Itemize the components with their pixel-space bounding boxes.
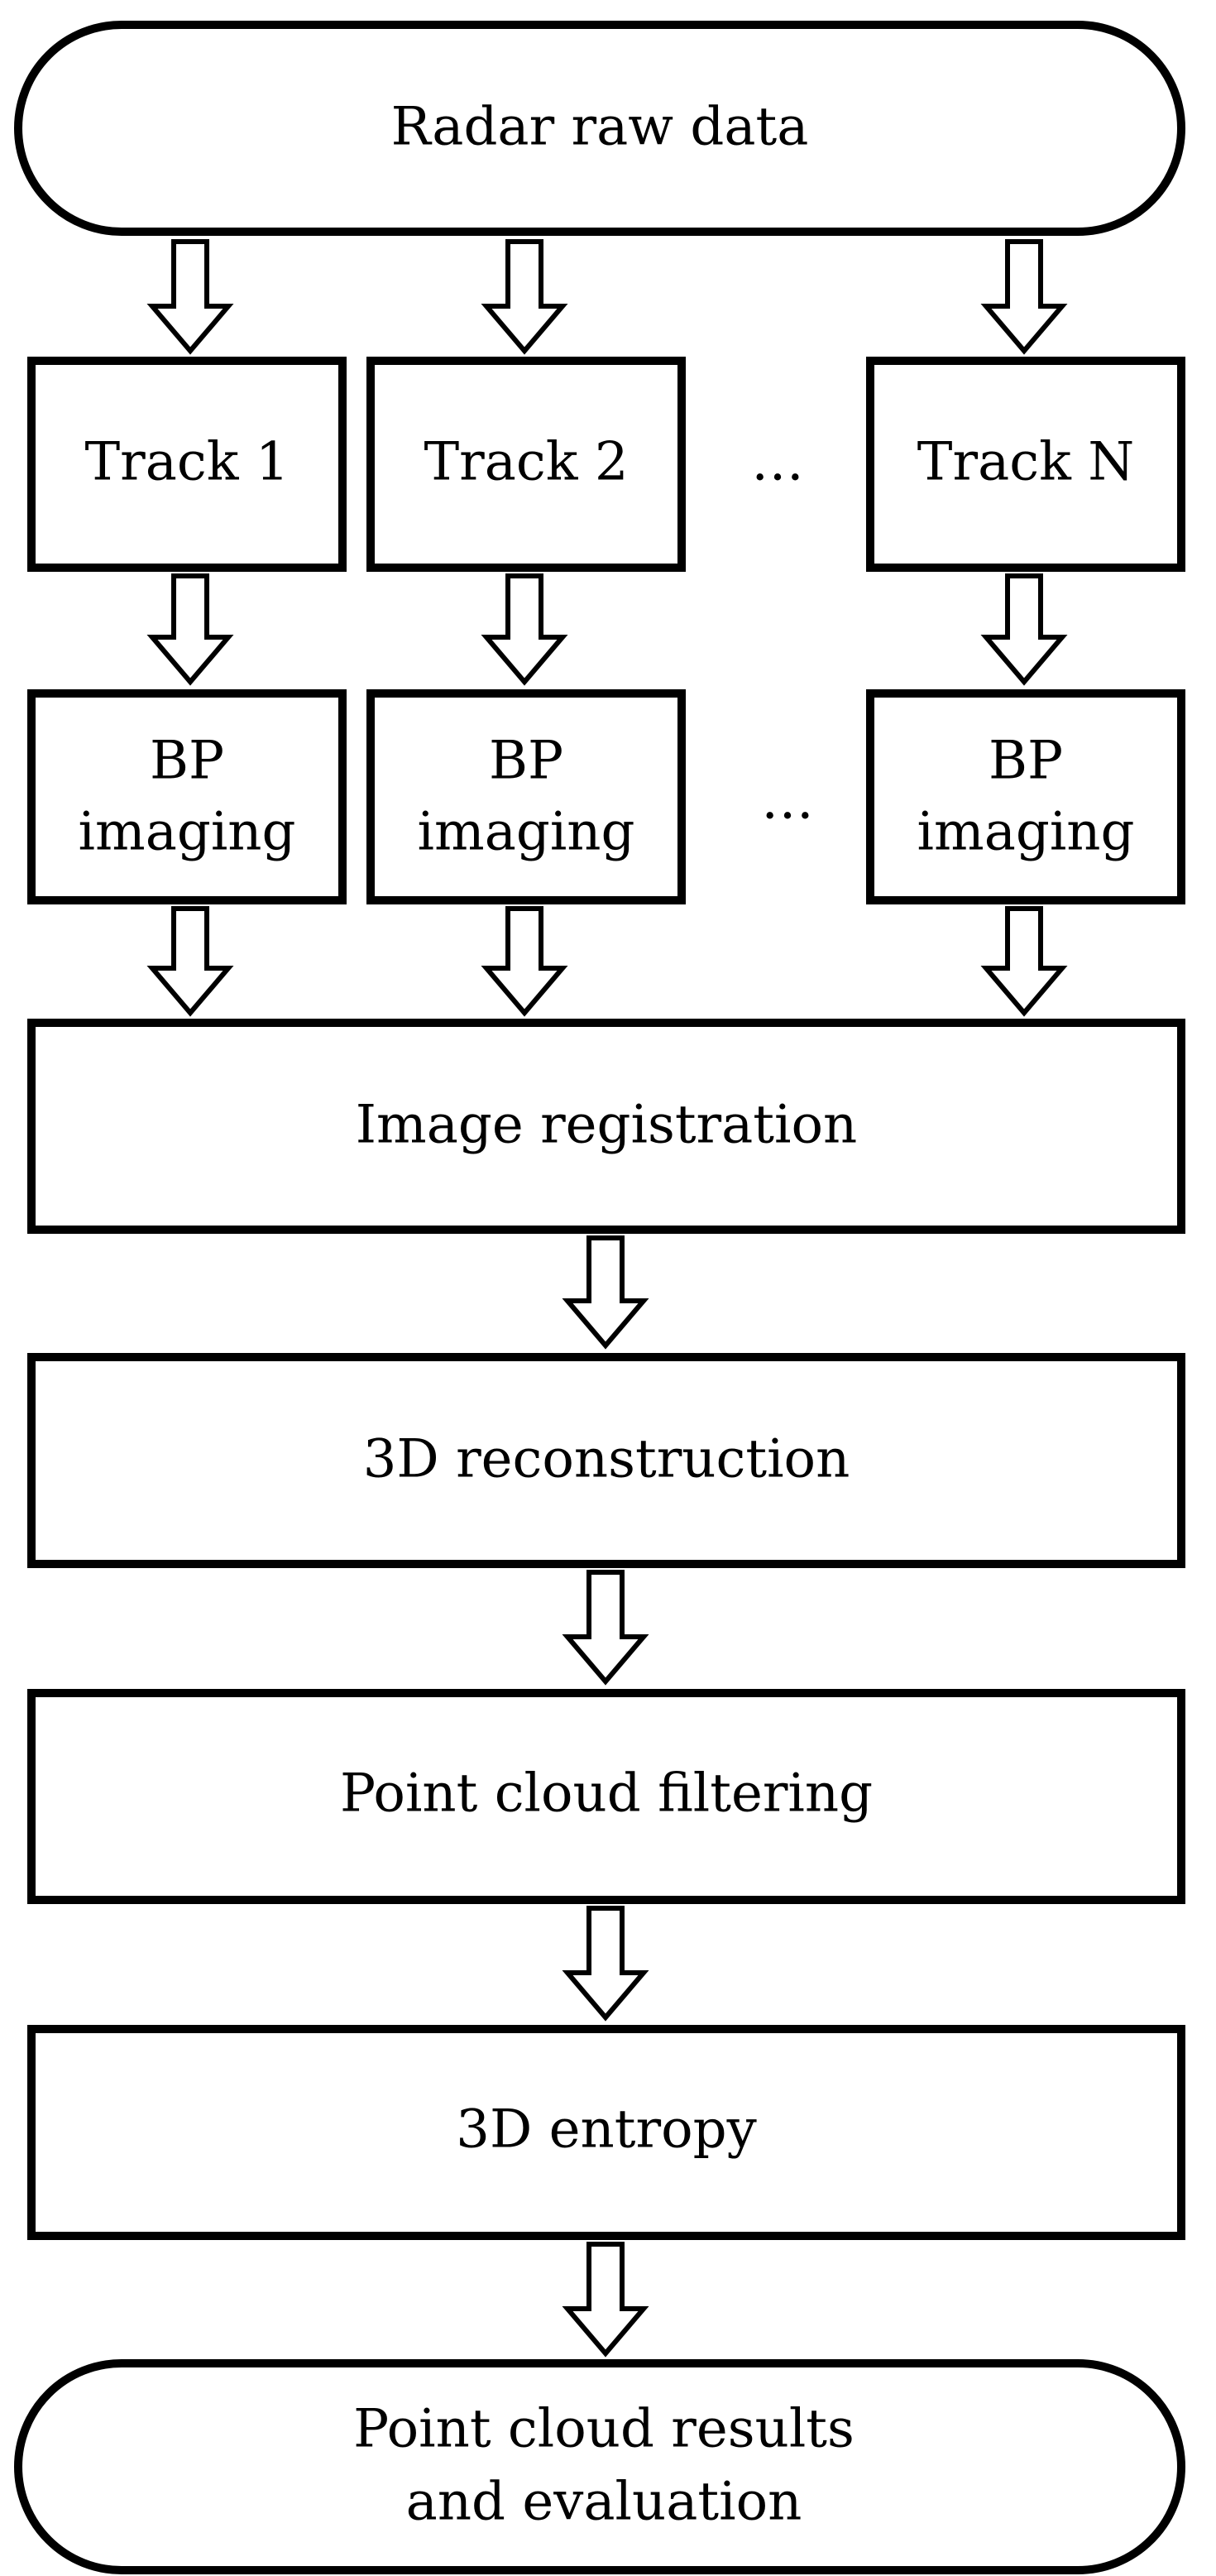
track-1-shape xyxy=(27,357,347,572)
track-1-box: Track 1 xyxy=(27,357,347,572)
track-1-label: Track 1 xyxy=(84,432,289,493)
track-2-shape xyxy=(366,357,686,572)
arrow-imaging-1-to-registration xyxy=(146,906,234,1017)
start-terminal-label: Radar raw data xyxy=(391,97,809,158)
arrows-imaging-to-registration xyxy=(146,906,1068,1017)
bp-imaging-n-label-line1: BP xyxy=(989,731,1063,792)
3d-reconstruction-label: 3D reconstruction xyxy=(363,1429,850,1490)
end-terminal: Point cloud results and evaluation xyxy=(14,2359,1185,2574)
bp-imaging-n-box: BP imaging xyxy=(866,689,1185,904)
bp-imaging-2-label-line2: imaging xyxy=(418,802,635,863)
track-2-label: Track 2 xyxy=(424,432,628,493)
start-terminal: Radar raw data xyxy=(14,21,1185,236)
track-ellipsis: … xyxy=(751,432,804,493)
end-terminal-label-line1: Point cloud results xyxy=(353,2399,855,2460)
image-registration-shape xyxy=(27,1019,1185,1234)
arrow-track-1-to-imaging xyxy=(146,573,234,686)
track-row: Track 1 Track 2 … Track N xyxy=(27,357,1185,572)
bp-imaging-n-label-line2: imaging xyxy=(917,802,1135,863)
imaging-row: BP imaging BP imaging … BP imaging xyxy=(27,689,1185,904)
step-3d-reconstruction: 3D reconstruction xyxy=(27,1353,1185,1568)
track-2-box: Track 2 xyxy=(366,357,686,572)
arrow-start-to-track-1 xyxy=(146,239,234,355)
arrow-imaging-2-to-registration xyxy=(481,906,568,1017)
step-3d-entropy: 3D entropy xyxy=(27,2025,1185,2240)
3d-entropy-label: 3D entropy xyxy=(456,2099,756,2161)
imaging-ellipsis: … xyxy=(761,770,814,832)
arrow-entropy-to-results xyxy=(562,2242,649,2358)
arrow-track-2-to-imaging xyxy=(481,573,568,686)
arrow-start-to-track-n xyxy=(980,239,1068,355)
bp-imaging-1-label-line2: imaging xyxy=(79,802,296,863)
arrows-track-to-imaging xyxy=(146,573,1068,686)
start-terminal-shape xyxy=(14,21,1185,236)
3d-entropy-shape xyxy=(27,2025,1185,2240)
point-cloud-filtering-label: Point cloud filtering xyxy=(340,1763,873,1825)
arrow-registration-to-reconstruction xyxy=(562,1235,649,1350)
bp-imaging-n-shape xyxy=(866,689,1185,904)
bp-imaging-1-label-line1: BP xyxy=(150,731,224,792)
arrow-filtering-to-entropy xyxy=(562,1906,649,2022)
image-registration-label: Image registration xyxy=(356,1095,857,1156)
end-terminal-label-line2: and evaluation xyxy=(406,2472,802,2533)
track-n-label: Track N xyxy=(917,432,1134,493)
bp-imaging-2-box: BP imaging xyxy=(366,689,686,904)
track-n-box: Track N xyxy=(866,357,1185,572)
end-terminal-shape xyxy=(14,2359,1185,2574)
3d-reconstruction-shape xyxy=(27,1353,1185,1568)
bp-imaging-2-shape xyxy=(366,689,686,904)
arrow-reconstruction-to-filtering xyxy=(562,1570,649,1686)
track-n-shape xyxy=(866,357,1185,572)
arrow-imaging-n-to-registration xyxy=(980,906,1068,1017)
arrow-track-n-to-imaging xyxy=(980,573,1068,686)
step-image-registration: Image registration xyxy=(27,1019,1185,1234)
point-cloud-filtering-shape xyxy=(27,1689,1185,1904)
bp-imaging-1-shape xyxy=(27,689,347,904)
arrow-start-to-track-2 xyxy=(481,239,568,355)
bp-imaging-2-label-line1: BP xyxy=(489,731,563,792)
step-point-cloud-filtering: Point cloud filtering xyxy=(27,1689,1185,1904)
arrows-start-to-tracks xyxy=(146,239,1068,355)
bp-imaging-1-box: BP imaging xyxy=(27,689,347,904)
